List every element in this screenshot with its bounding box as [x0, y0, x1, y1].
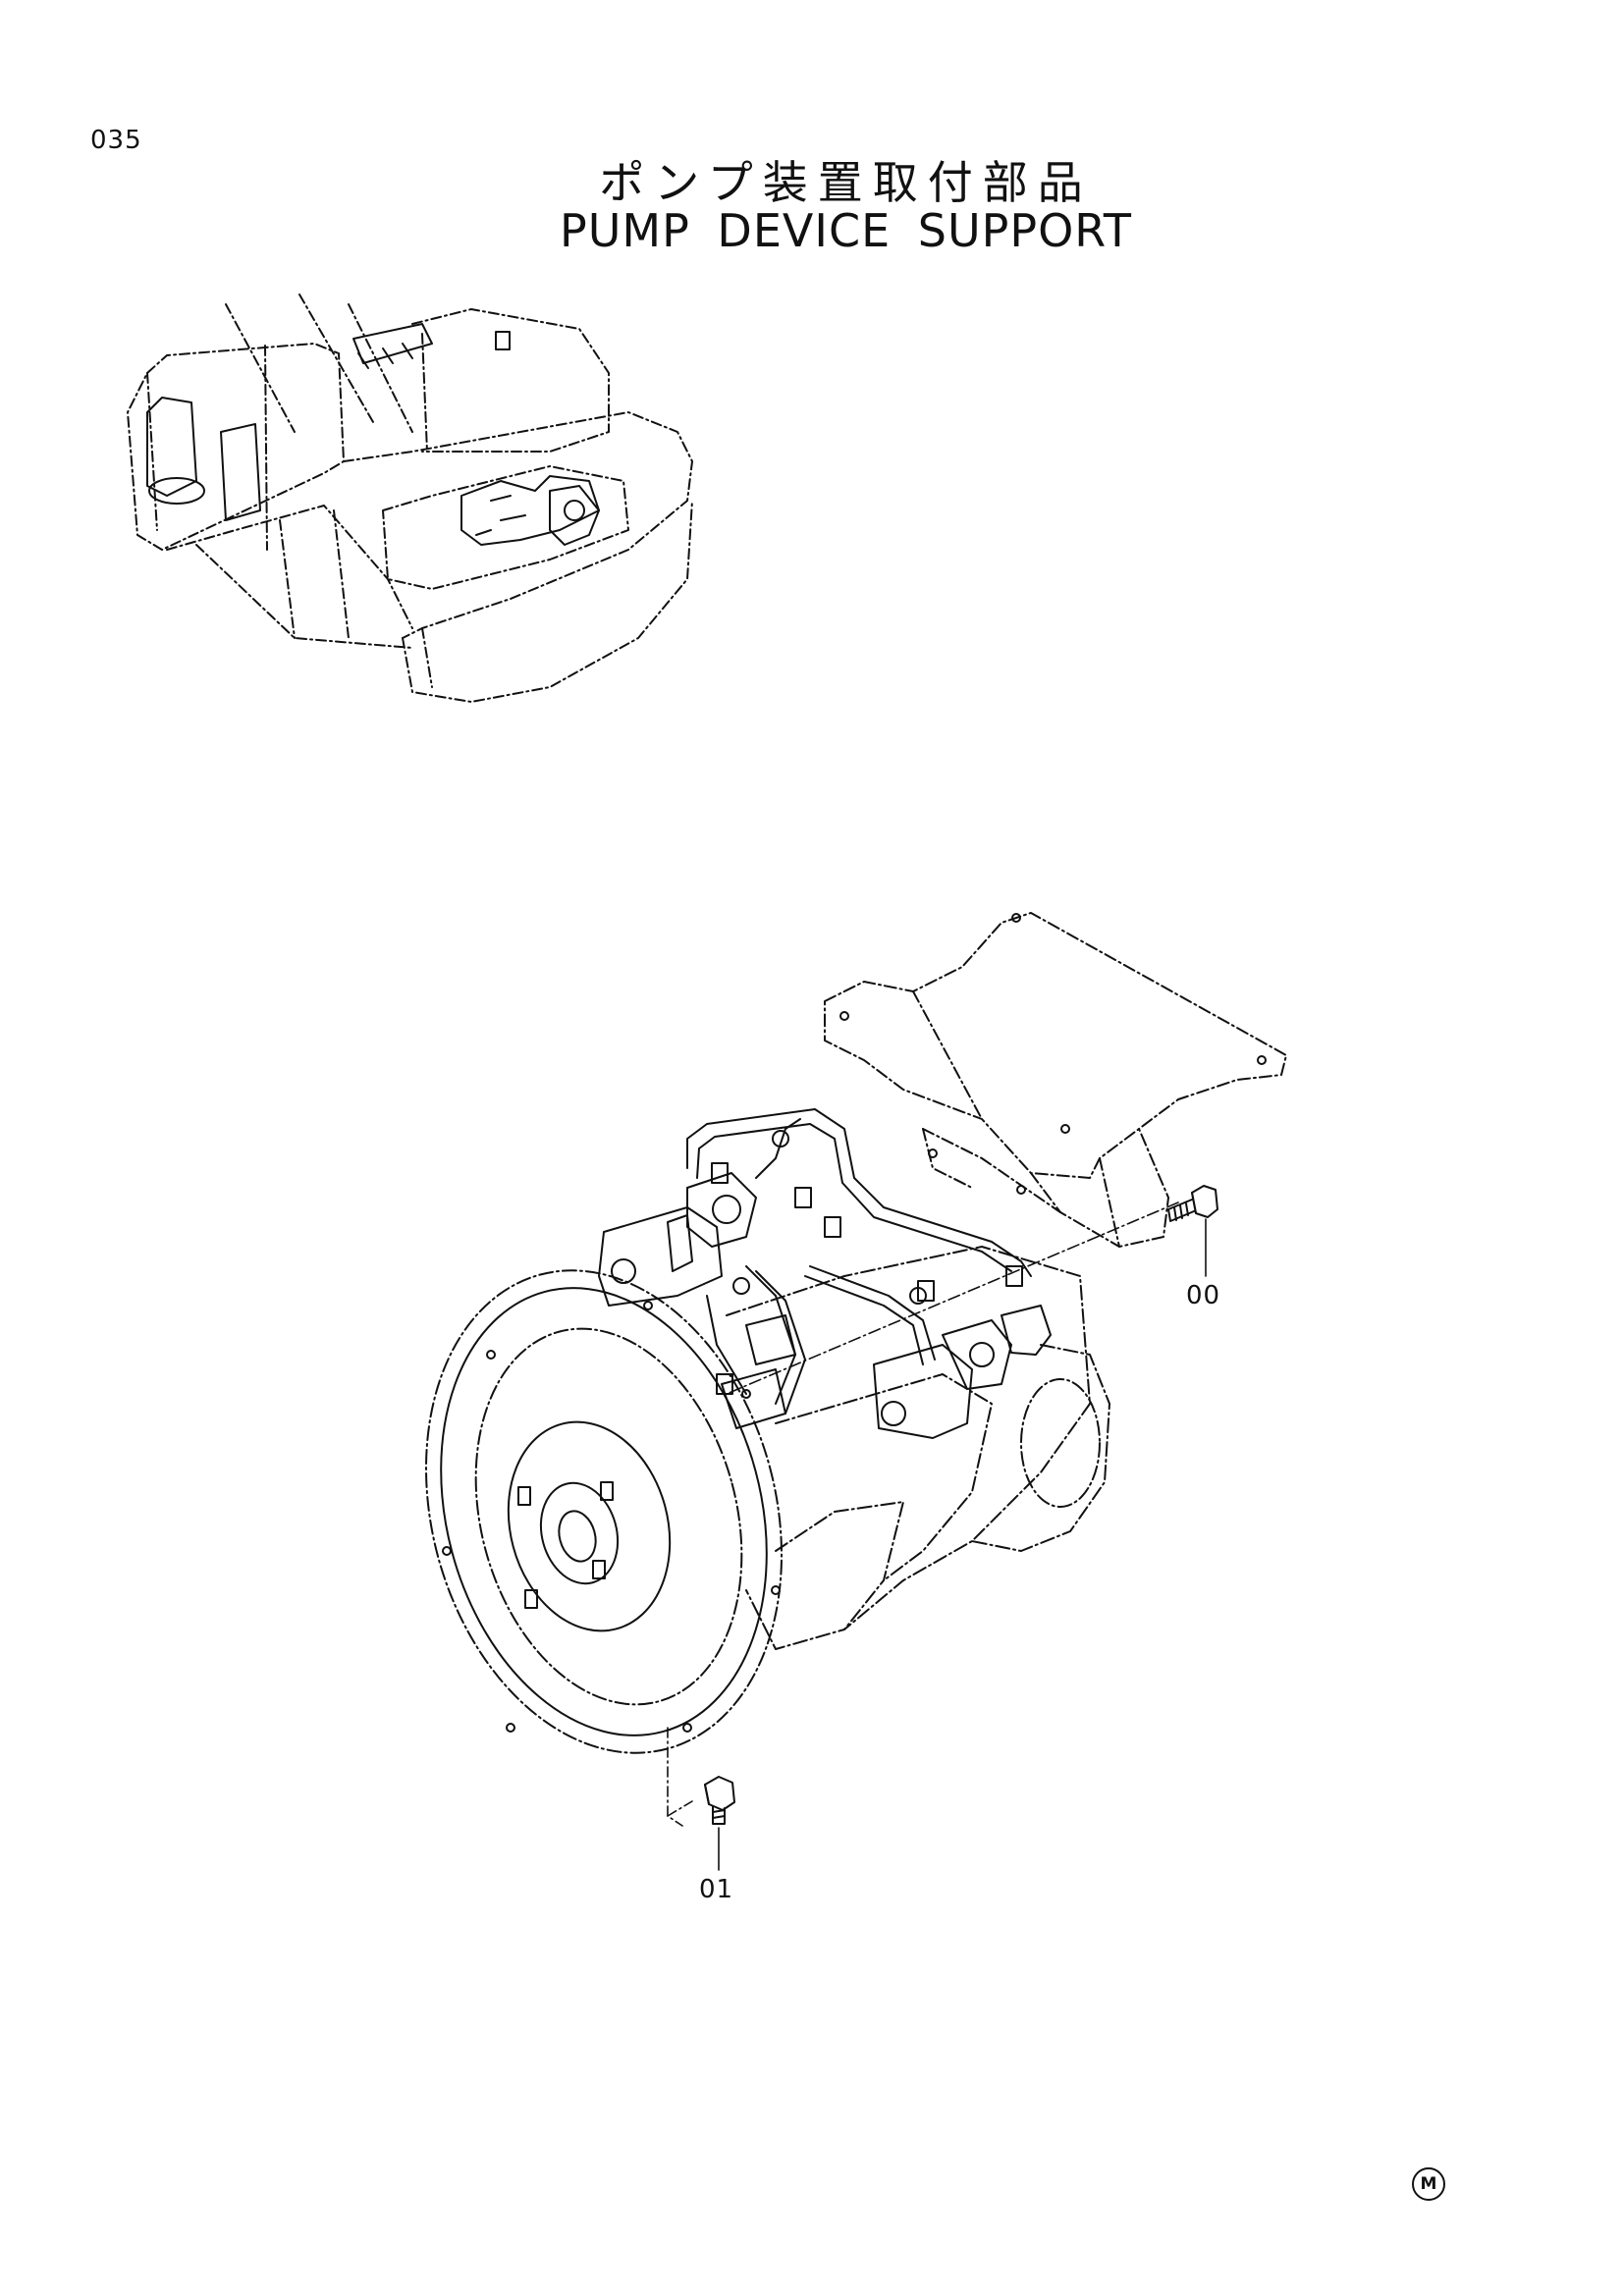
- excavator-overview-illustration: [127, 294, 693, 703]
- page-number: 035: [90, 126, 142, 155]
- callout-label-00: 00: [1186, 1281, 1221, 1310]
- pump-support-bracket: [824, 912, 1287, 1248]
- hydraulic-pump-assembly: [425, 1108, 1110, 1754]
- bolt-01: [667, 1727, 735, 1871]
- bolt-00: [726, 1185, 1218, 1395]
- callout-label-01: 01: [699, 1875, 734, 1904]
- page-title-english: PUMP DEVICE SUPPORT: [559, 204, 1133, 257]
- page-title-japanese: ポンプ装置取付部品: [599, 156, 1093, 209]
- manual-mark-symbol: M: [1412, 2167, 1445, 2201]
